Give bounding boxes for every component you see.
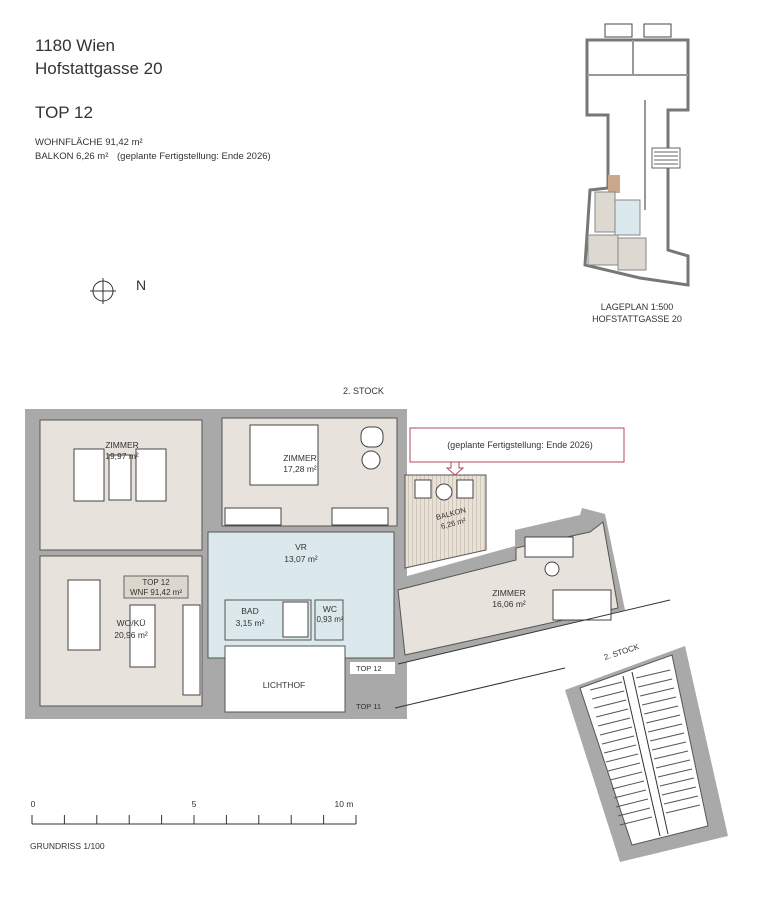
stair-step xyxy=(665,804,701,814)
stair-step xyxy=(644,705,679,715)
room-label: ZIMMER xyxy=(105,440,139,450)
room-area: 13,07 m² xyxy=(284,554,318,564)
room-label: WC xyxy=(323,604,337,614)
stair-step xyxy=(611,780,645,790)
stair-step xyxy=(640,687,675,697)
stair-step xyxy=(663,795,699,805)
furniture xyxy=(67,424,612,696)
room-area: 17,28 m² xyxy=(283,464,317,474)
arrow-down-icon xyxy=(445,461,465,476)
room-label: WO/KÜ xyxy=(117,618,146,628)
room-area: 19,97 m² xyxy=(105,451,139,461)
city-title: 1180 Wien xyxy=(35,36,115,55)
site-plan-scale: LAGEPLAN 1:500 xyxy=(601,302,674,312)
stair-step xyxy=(636,669,671,679)
floor-label: 2. STOCK xyxy=(343,386,384,396)
room-area: 0,93 m² xyxy=(316,615,343,624)
stair-step xyxy=(617,807,651,817)
room-area: 3,15 m² xyxy=(236,618,265,628)
stair-step xyxy=(607,762,641,772)
stair-step xyxy=(599,726,633,736)
unit-tag-line1: TOP 12 xyxy=(142,578,170,587)
stair-step xyxy=(661,786,697,796)
room-label: LICHTHOF xyxy=(263,680,306,690)
scale-tick-10: 10 m xyxy=(335,799,354,809)
room-label: BAD xyxy=(241,606,258,616)
scale-tick-5: 5 xyxy=(192,799,197,809)
street-title: Hofstattgasse 20 xyxy=(35,59,163,78)
door-label-top12: TOP 12 xyxy=(356,664,382,673)
door-label-top11: TOP 11 xyxy=(356,702,381,711)
stair-step xyxy=(605,753,639,763)
stair-step xyxy=(653,750,689,760)
site-plan xyxy=(583,23,690,287)
stair-step xyxy=(615,798,649,808)
balcony-area: BALKON 6,26 m² xyxy=(35,151,108,162)
stair-step xyxy=(619,816,653,826)
stair-step xyxy=(609,771,643,781)
scale-tick-0: 0 xyxy=(31,799,36,809)
stair-step xyxy=(642,696,677,706)
stair-step xyxy=(649,732,685,742)
stair-step xyxy=(613,789,647,799)
stair-step xyxy=(638,678,673,688)
stair-step xyxy=(657,768,693,778)
room-label: ZIMMER xyxy=(283,453,317,463)
callout-text: (geplante Fertigstellung: Ende 2026) xyxy=(447,440,593,450)
stair-step xyxy=(596,708,629,718)
stair-step xyxy=(645,714,681,724)
room-label: VR xyxy=(295,542,307,552)
stair-step xyxy=(651,741,687,751)
stair-step xyxy=(590,681,623,691)
completion-note: (geplante Fertigstellung: Ende 2026) xyxy=(117,151,271,162)
stair-step xyxy=(597,717,631,727)
stair-step xyxy=(647,723,683,733)
compass-icon xyxy=(90,278,116,304)
balcony-chairs-icon xyxy=(414,479,474,501)
room-area: 20,96 m² xyxy=(114,630,148,640)
completion-callout xyxy=(409,427,625,463)
living-area: WOHNFLÄCHE 91,42 m² xyxy=(35,137,143,148)
stair-floor-label: 2. STOCK xyxy=(603,642,641,662)
room-lichthof xyxy=(224,645,346,713)
room-area: 16,06 m² xyxy=(492,599,526,609)
staircase xyxy=(579,654,709,846)
stair-step xyxy=(603,744,637,754)
site-plan-street: HOFSTATTGASSE 20 xyxy=(592,314,682,324)
stair-step xyxy=(655,759,691,769)
scale-caption: GRUNDRISS 1/100 xyxy=(30,841,105,851)
unit-tag xyxy=(123,575,189,599)
north-label: N xyxy=(136,277,146,293)
stair-steps xyxy=(590,669,701,826)
unit-title: TOP 12 xyxy=(35,103,93,122)
stair-step xyxy=(592,690,625,700)
stair-step xyxy=(659,777,695,787)
stair-step xyxy=(594,699,627,709)
scale-bar xyxy=(31,815,357,825)
unit-tag-line2: WNF 91,42 m² xyxy=(130,588,182,597)
room-label: ZIMMER xyxy=(492,588,526,598)
stair-step xyxy=(601,735,635,745)
room-wc xyxy=(314,599,344,641)
